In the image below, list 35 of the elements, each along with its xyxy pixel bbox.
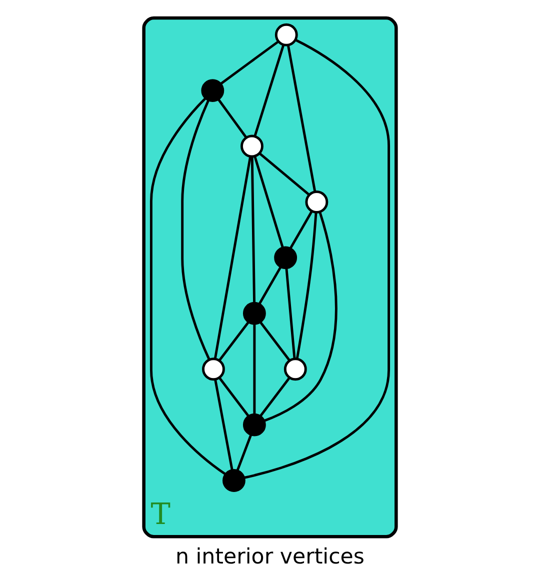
connector [285,268,296,359]
connector [181,99,210,360]
connector [286,44,316,192]
connector [218,321,250,362]
node-circle [305,190,328,214]
node-circle [274,246,298,270]
connector [258,266,282,305]
cluster: T [142,16,398,538]
node-circle [201,79,224,102]
connector [217,98,248,138]
connector [250,156,256,303]
node-circle [240,134,264,158]
connector [214,156,252,360]
connector [150,97,226,476]
connector [220,40,280,85]
connector [244,38,390,479]
connector [254,44,285,137]
connector [214,379,234,471]
connector [236,434,252,472]
node-circle [202,358,225,381]
connector [259,376,291,417]
node-circle [274,23,298,46]
connector [254,156,284,248]
connector [253,324,256,414]
connector [258,152,310,196]
node-circle [222,469,246,492]
node-circle [284,358,307,381]
connector [259,321,291,362]
connector [289,210,313,249]
node-circle [242,413,266,436]
node-circle [242,302,266,325]
connector [296,212,318,360]
caption: n interior vertices [176,544,364,570]
connector [218,376,250,417]
connector [264,212,338,422]
